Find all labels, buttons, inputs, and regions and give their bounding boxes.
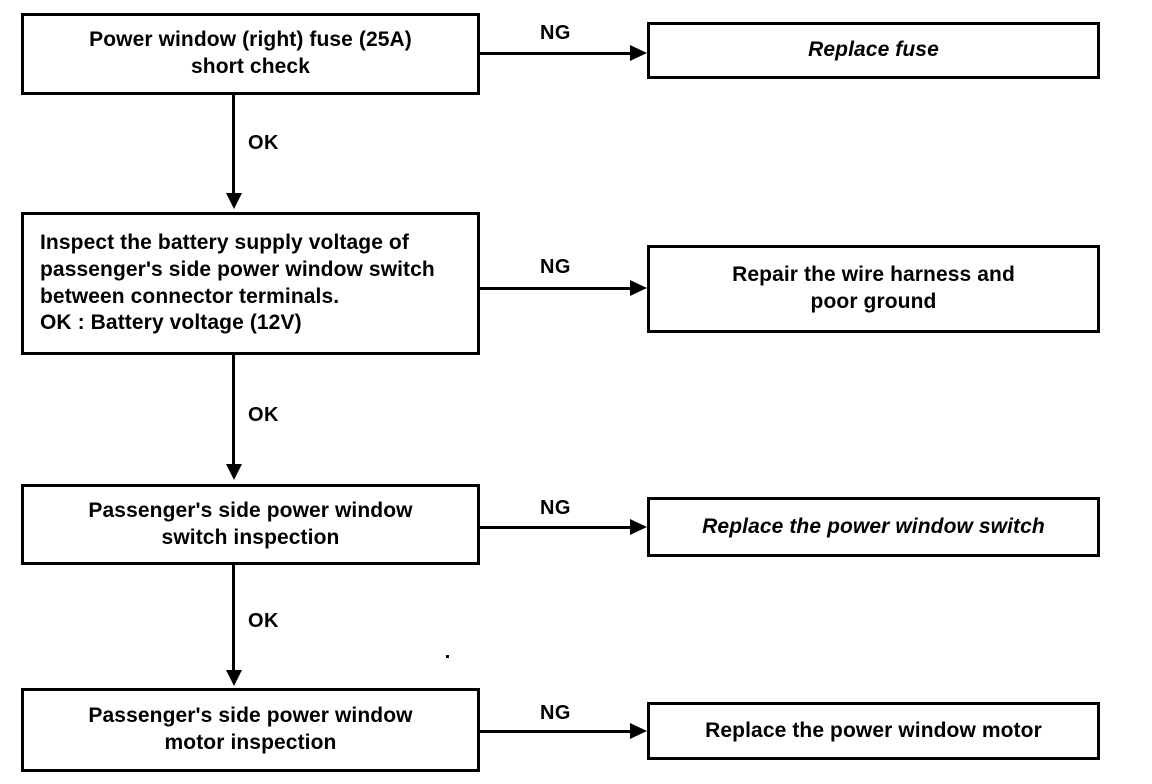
edge-label-ok-1: OK <box>248 132 279 154</box>
edge-label-ng-1: NG <box>540 22 571 44</box>
node-fuse-check[interactable]: Power window (right) fuse (25A) short ch… <box>21 13 480 95</box>
connector-ng-2-line <box>480 287 632 290</box>
connector-ok-2-arrowhead <box>226 464 242 480</box>
node-replace-motor[interactable]: Replace the power window motor <box>647 702 1100 760</box>
connector-ok-3-line <box>232 565 235 673</box>
node-switch-inspection[interactable]: Passenger's side power window switch ins… <box>21 484 480 565</box>
connector-ng-2-arrowhead <box>630 280 647 296</box>
connector-ng-1-arrowhead <box>630 45 647 61</box>
connector-ok-3-arrowhead <box>226 670 242 686</box>
node-replace-switch[interactable]: Replace the power window switch <box>647 497 1100 557</box>
edge-label-ok-2: OK <box>248 404 279 426</box>
connector-ok-1-arrowhead <box>226 193 242 209</box>
scan-artifact <box>446 655 449 658</box>
node-repair-harness[interactable]: Repair the wire harness and poor ground <box>647 245 1100 333</box>
connector-ng-3-arrowhead <box>630 519 647 535</box>
edge-label-ng-3: NG <box>540 497 571 519</box>
edge-label-ng-2: NG <box>540 256 571 278</box>
connector-ok-1-line <box>232 95 235 195</box>
node-replace-fuse[interactable]: Replace fuse <box>647 22 1100 79</box>
connector-ok-2-line <box>232 355 235 467</box>
edge-label-ok-3: OK <box>248 610 279 632</box>
connector-ng-4-arrowhead <box>630 723 647 739</box>
node-motor-inspection[interactable]: Passenger's side power window motor insp… <box>21 688 480 772</box>
node-battery-voltage-inspect[interactable]: Inspect the battery supply voltage of pa… <box>21 212 480 355</box>
connector-ng-4-line <box>480 730 632 733</box>
connector-ng-3-line <box>480 526 632 529</box>
connector-ng-1-line <box>480 52 632 55</box>
edge-label-ng-4: NG <box>540 702 571 724</box>
